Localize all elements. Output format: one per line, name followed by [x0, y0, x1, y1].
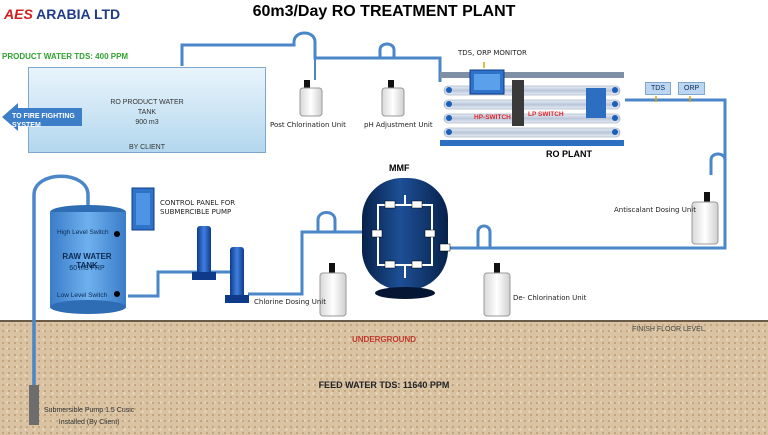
fire-fighting-label: TO FIRE FIGHTING SYSTEM [12, 112, 75, 130]
underground-label: UNDERGROUND [0, 335, 768, 344]
ro-plant-skid [440, 62, 690, 146]
feed-water-tds: FEED WATER TDS: 11640 PPM [0, 380, 768, 390]
orp-sensor-tag: ORP [678, 82, 705, 95]
fire-line1: TO FIRE FIGHTING [12, 112, 75, 121]
tds-orp-monitor-label: TDS, ORP MONITOR [458, 49, 527, 57]
de-chlorination-label: De- Chlorination Unit [513, 294, 586, 302]
pump-line2: Installed (By Client) [44, 417, 134, 429]
submersible-pump-label: Submersible Pump 1.5 Cusic Installed (By… [44, 405, 134, 429]
chlorine-dosing-label: Chlorine Dosing Unit [254, 298, 326, 306]
antiscalant-tank-icon [692, 192, 718, 244]
pump-line1: Submersible Pump 1.5 Cusic [44, 405, 134, 417]
ph-loop [380, 44, 394, 58]
ro-tank-client: BY CLIENT [29, 144, 265, 151]
post-chlorination-tank-icon [300, 80, 322, 116]
low-level-switch-icon [114, 291, 120, 297]
finish-floor-level-label: FINISH FLOOR LEVEL [632, 326, 705, 333]
submersible-pump-icon [29, 385, 39, 425]
ro-plant-label: RO PLANT [546, 149, 592, 159]
chlorine-tank-icon [320, 263, 346, 316]
high-level-switch-label: High Level Switch [57, 229, 109, 236]
mmf-label: MMF [389, 163, 410, 173]
page-title: 60m3/Day RO TREATMENT PLANT [0, 3, 768, 21]
low-level-switch-label: Low Level Switch [57, 292, 107, 299]
control-panel-label: CONTROL PANEL FOR SUBMERCIBLE PUMP [160, 199, 235, 217]
hp-switch-label: HP-SWITCH [474, 114, 511, 121]
ph-adjustment-label: pH Adjustment Unit [364, 121, 433, 129]
post-chlorination-label: Post Chlorination Unit [270, 121, 346, 129]
suction-pipe [128, 272, 238, 296]
fire-line2: SYSTEM [12, 121, 75, 130]
mmf-filter [362, 178, 450, 299]
de-chlorination-tank-icon [484, 263, 510, 316]
control-panel [132, 188, 154, 230]
ph-adjustment-tank-icon [382, 80, 404, 116]
lp-switch-label: LP SWITCH [528, 111, 564, 118]
raw-tank-capacity: 60 m3 FRP [52, 265, 122, 272]
high-level-switch-icon [114, 231, 120, 237]
control-panel-line2: SUBMERCIBLE PUMP [160, 208, 235, 217]
tds-sensor-tag: TDS [645, 82, 671, 95]
antiscalant-label: Antiscalant Dosing Unit [614, 206, 696, 214]
booster-pumps [192, 226, 249, 303]
product-water-tds: PRODUCT WATER TDS: 400 PPM [2, 52, 128, 61]
control-panel-line1: CONTROL PANEL FOR [160, 199, 235, 208]
